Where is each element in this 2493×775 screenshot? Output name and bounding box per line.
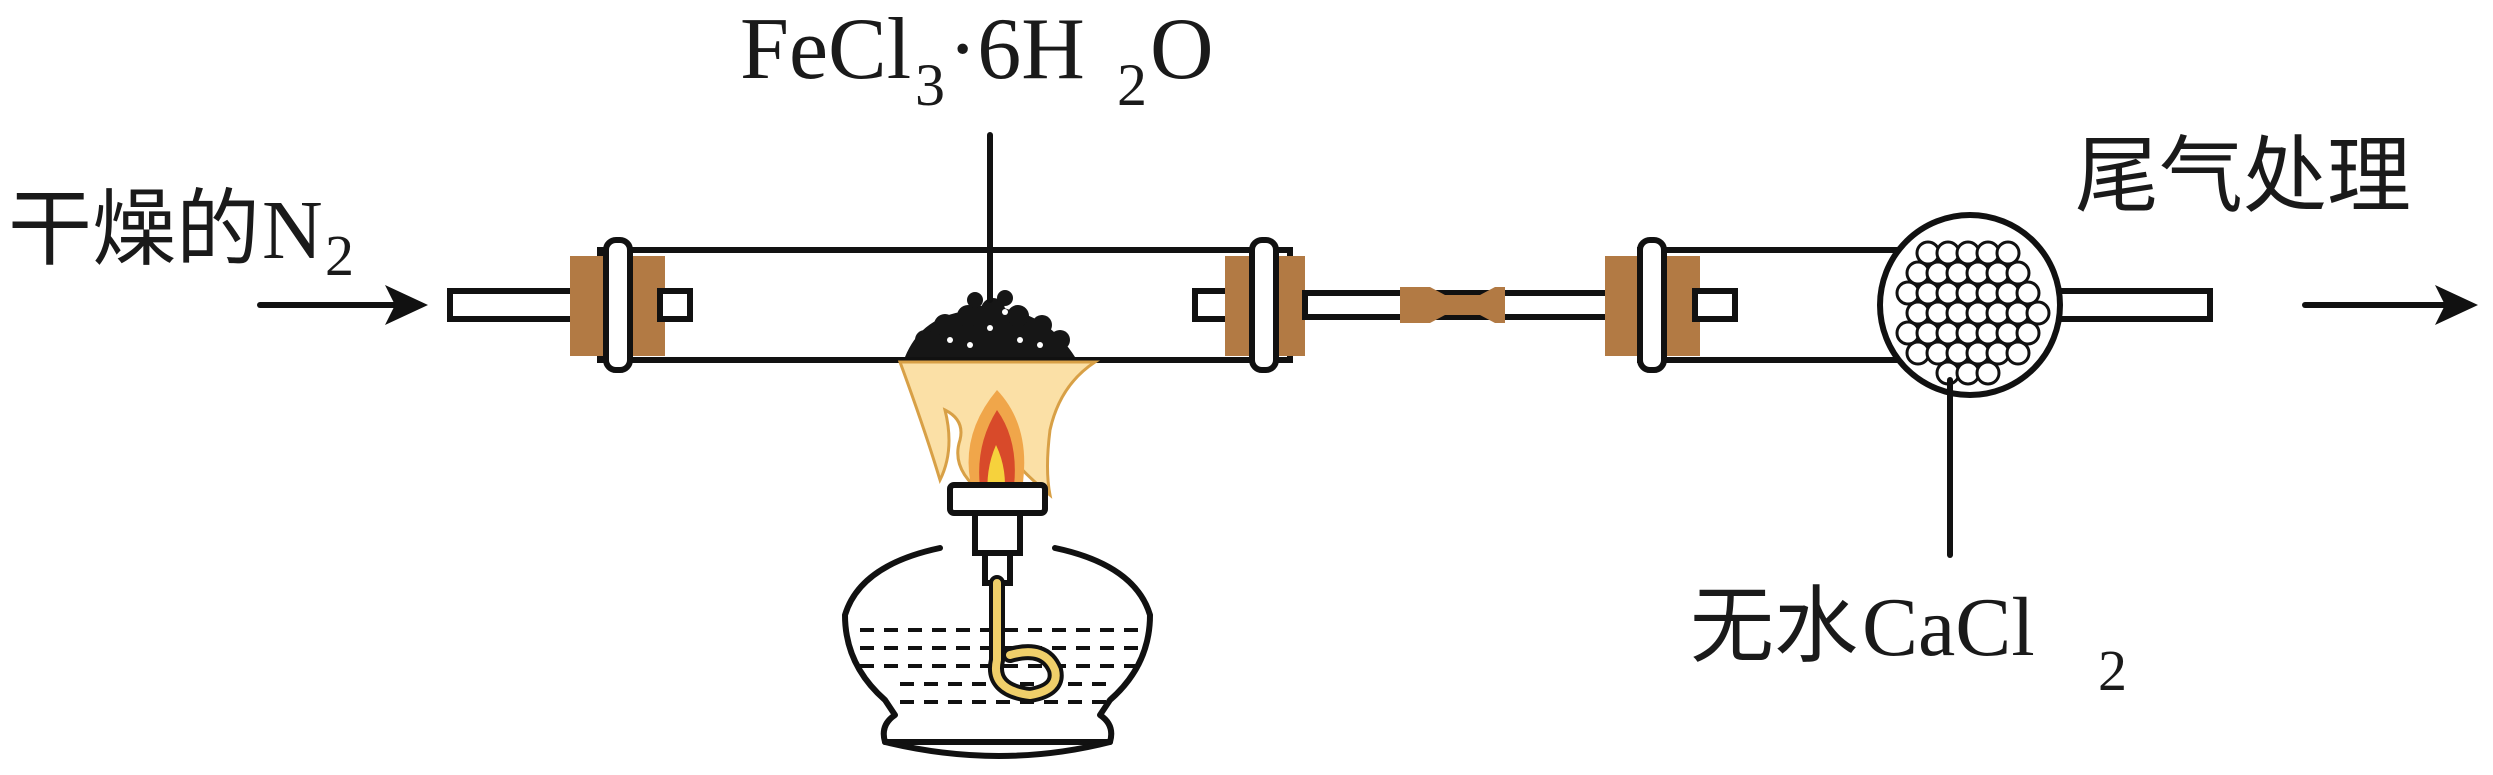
lamp-collar xyxy=(947,482,1048,516)
sample-formula-a: FeCl xyxy=(740,1,911,98)
desiccant-granules xyxy=(1895,240,2051,386)
desiccant-granule xyxy=(1995,240,2021,266)
right-tube-flange xyxy=(1249,237,1279,373)
sample-subscript-3: 3 xyxy=(915,52,945,118)
left-inner-tube xyxy=(657,288,693,322)
desiccant-formula-subscript: 2 xyxy=(2098,638,2127,703)
lamp-body xyxy=(842,545,1153,745)
inlet-label: 干燥的 N 2 xyxy=(8,180,354,288)
desiccant-granule xyxy=(1975,360,2001,386)
sample-pile xyxy=(905,290,1075,357)
left-tube-flange xyxy=(603,237,633,373)
sample-formula-b: ·6H xyxy=(948,1,1085,98)
sample-formula-c: O xyxy=(1150,1,1214,98)
drying-tube-flange xyxy=(1637,237,1667,373)
outlet-tube xyxy=(2037,288,2213,322)
desiccant-granule xyxy=(2015,280,2041,306)
inlet-arrow xyxy=(257,285,428,325)
drying-tube-inner xyxy=(1692,288,1738,322)
outlet-label: 尾气处理 xyxy=(2075,127,2411,225)
desiccant-label: 无水 CaCl 2 xyxy=(1690,577,2127,703)
desiccant-label-text: 无水 xyxy=(1690,577,1858,675)
rubber-joint xyxy=(1400,287,1505,323)
outlet-arrow xyxy=(2302,285,2478,325)
inlet-formula: N xyxy=(262,184,323,277)
inlet-formula-subscript: 2 xyxy=(325,223,354,288)
inlet-label-text: 干燥的 xyxy=(8,180,260,278)
sample-label: FeCl 3 ·6H 2 O xyxy=(740,1,1214,118)
desiccant-granule xyxy=(2005,340,2031,366)
lamp-neck xyxy=(972,510,1023,556)
desiccant-granule xyxy=(2015,320,2041,346)
sample-subscript-2: 2 xyxy=(1117,52,1147,118)
desiccant-formula: CaCl xyxy=(1862,581,2035,674)
desiccant-granule xyxy=(2005,260,2031,286)
desiccant-granule xyxy=(2025,300,2051,326)
alcohol-lamp xyxy=(842,482,1153,759)
flame xyxy=(897,360,1101,500)
lamp-wick xyxy=(988,575,1064,704)
